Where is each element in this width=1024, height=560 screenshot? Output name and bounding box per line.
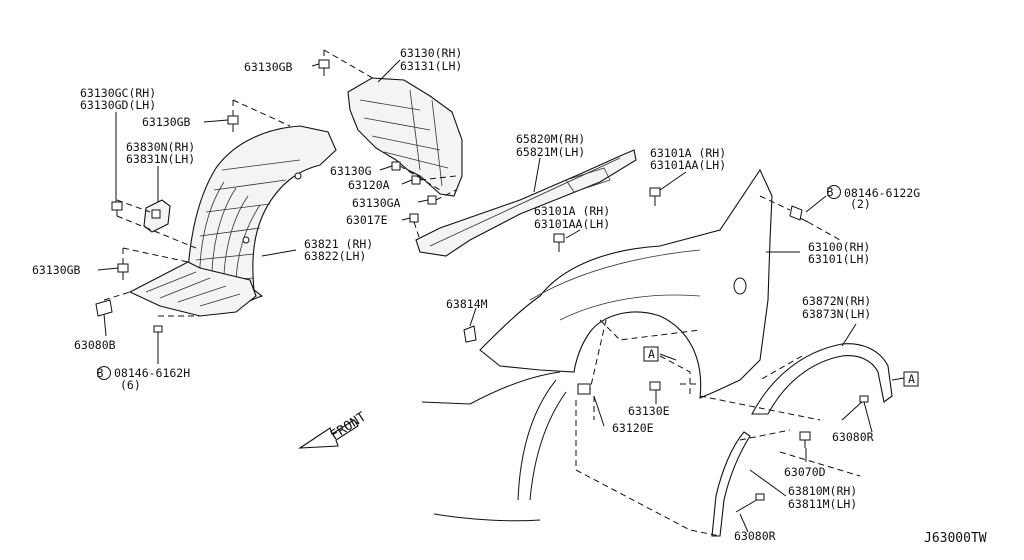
clip-63130gb-top [318,59,330,76]
clip-63130e [649,381,661,391]
clip-63120e [577,383,591,395]
marker-a-box-2 [903,371,919,387]
seal-strip-part [415,149,637,257]
clip-63130g [391,161,401,171]
lower-moulding-part [711,431,751,537]
label-63101aa-lh-top: 63101AA(LH) [650,158,726,172]
label-63130ga: 63130GA [352,196,401,210]
marker-a-1: A [648,347,655,361]
b-circle-2 [97,366,111,380]
label-63831n-lh: 63831N(LH) [126,152,195,166]
b-mark-1: B [827,185,834,199]
clip-63130ga [427,195,437,205]
bolt-08146-6162h [153,325,163,350]
front-arrow [298,419,359,449]
label-qty-2: (2) [850,197,871,211]
clip-63017e [409,213,419,223]
label-63130gc-rh: 63130GC(RH) [80,86,156,100]
label-63070d: 63070D [784,465,826,479]
arch-moulding-part [751,343,893,415]
label-63130-rh: 63130(RH) [400,46,462,60]
pin-63080r-low [735,493,765,513]
label-63017e: 63017E [346,213,388,227]
label-63131-lh: 63131(LH) [400,59,462,73]
pin-63080r-mid [841,395,869,421]
label-63130e: 63130E [628,404,670,418]
label-63100-rh: 63100(RH) [808,240,870,254]
clip-63130gb-mid [227,115,239,132]
label-63810m-rh: 63810M(RH) [788,484,857,498]
label-63101a-rh-top: 63101A (RH) [650,146,726,160]
clip-63814m [463,325,477,343]
label-63822-lh: 63822(LH) [304,249,366,263]
b-circle-1 [827,185,841,199]
label-63821-rh: 63821 (RH) [304,237,373,251]
leader-lines [97,59,905,533]
label-63814m: 63814M [446,297,488,311]
label-08146-6122g: 08146-6122G [844,186,920,200]
clip-63070d [799,431,811,448]
label-63101aa-lh-mid: 63101AA(LH) [534,217,610,231]
label-63872n-rh: 63872N(RH) [802,294,871,308]
label-63080r-mid: 63080R [832,430,874,444]
diagram-code: J63000TW [924,531,987,546]
label-63120a: 63120A [348,178,390,192]
label-63130gb-mid: 63130GB [142,115,191,129]
b-mark-2: B [97,366,104,380]
label-63811m-lh: 63811M(LH) [788,497,857,511]
label-63101a-rh-mid: 63101A (RH) [534,204,610,218]
label-63130gb-top: 63130GB [244,60,293,74]
label-63130gd-lh: 63130GD(LH) [80,98,156,112]
bolt-63101a-mid [553,233,565,252]
label-63101-lh: 63101(LH) [808,252,870,266]
label-63830n-rh: 63830N(RH) [126,140,195,154]
label-65820m-rh: 65820M(RH) [516,132,585,146]
bolt-08146-6122g [789,205,809,223]
label-65821m-lh: 65821M(LH) [516,145,585,159]
assembly-lines [103,49,861,537]
car-body-outline [421,371,567,522]
front-label: FRONT [328,409,369,443]
clip-63130gb-low [117,263,129,280]
label-63873n-lh: 63873N(LH) [802,307,871,321]
label-63080r-low: 63080R [734,529,776,543]
label-63130gb-low: 63130GB [32,263,81,277]
label-63120e: 63120E [612,421,654,435]
part-labels: 63130GB 63130(RH) 63131(LH) 63130GC(RH) … [32,46,987,546]
bolt-63101a-top [649,187,661,206]
bracket-part [143,199,171,233]
front-fender-part [479,168,773,399]
under-cover-part [128,261,257,317]
marker-a-box-1 [643,346,659,362]
clip-63080b [95,299,113,317]
clip-63130gc [111,201,123,216]
label-63130g: 63130G [330,164,372,178]
label-08146-6162h: 08146-6162H [114,366,190,380]
label-qty-6: (6) [120,378,141,392]
marker-a-2: A [908,372,915,386]
label-63080b: 63080B [74,338,116,352]
